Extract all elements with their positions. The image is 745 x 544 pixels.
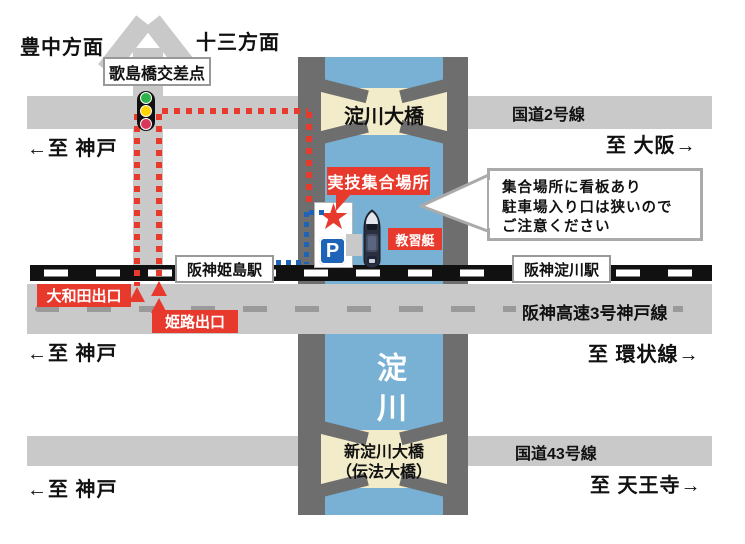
note-line-3: ご注意ください [502,219,611,236]
note-pointer-wedge [419,171,494,235]
intersection-text: 歌島橋交差点 [108,65,205,83]
expressway-label: 阪神高速3号神戸線 [516,299,674,324]
parking-icon: P [319,237,346,265]
route-line-national2 [162,108,308,114]
owada-exit-label: 大和田出口 [37,284,131,307]
note-box: 集合場所に看板あり 駐車場入り口は狭いので ご注意ください [487,168,703,241]
himejima-station-label: 阪神姫島駅 [175,255,274,283]
yodogawa-station-label: 阪神淀川駅 [512,255,611,283]
himeji-exit-label: 姫路出口 [152,310,238,333]
route43-label: 国道43号線 [515,446,597,463]
intersection-label: 歌島橋交差点 [103,57,211,86]
boat-dock [346,234,362,256]
direction-juso: 十三方面 [196,32,280,54]
walk-route-up-bank [304,212,309,264]
direction-kobe-top: ←至 神戸 [27,138,118,160]
owada-exit-text: 大和田出口 [46,288,122,305]
shin-yodogawa-bridge-label-line2: （伝法大橋） [335,464,432,481]
note-line-2: 駐車場入り口は狭いので [502,199,673,216]
parking-letter: P [325,239,340,262]
direction-loop-line: 至 環状線→ [588,344,700,366]
owada-exit-arrow [129,287,145,302]
walk-route-from-station [276,260,304,265]
traffic-light-red [140,118,152,130]
route2-label: 国道2号線 [512,107,585,124]
yodogawa-bridge-label: 淀川大橋 [344,106,424,128]
training-boat-icon [363,209,381,269]
himeji-exit-arrow-2 [151,298,167,313]
shin-yodogawa-bridge-label-line1: 新淀川大橋 [343,444,424,461]
himeji-exit-text: 姫路出口 [164,314,225,331]
direction-kobe-bottom: ←至 神戸 [27,479,118,501]
river-name-label: 淀川 [372,352,405,432]
route-line-riverbank [306,112,312,204]
railway-dashes [44,269,698,277]
meeting-callout-tail [336,194,351,211]
direction-toyonaka: 豊中方面 [20,37,104,59]
direction-osaka: 至 大阪→ [606,135,697,157]
direction-tennoji: 至 天王寺→ [590,475,702,497]
traffic-light-yellow [140,105,152,117]
direction-kobe-mid: ←至 神戸 [27,343,118,365]
walk-route-to-meeting [309,210,326,215]
boat-label-text: 教習艇 [395,232,435,248]
meeting-place-text: 実技集合場所 [327,175,430,192]
himeji-exit-arrow [151,281,167,296]
expressway-centerline [35,306,704,312]
traffic-light-icon [137,91,155,131]
himejima-station-text: 阪神姫島駅 [186,261,262,279]
meeting-place-callout: 実技集合場所 [327,167,430,195]
yodogawa-station-text: 阪神淀川駅 [523,261,599,279]
traffic-light-green [140,92,152,104]
boat-label: 教習艇 [388,228,442,250]
route-line-himeji-exit [156,114,162,280]
note-wedge-cover [489,180,495,228]
note-line-1: 集合場所に看板あり [502,180,642,196]
route-line-owada-exit [134,114,140,286]
